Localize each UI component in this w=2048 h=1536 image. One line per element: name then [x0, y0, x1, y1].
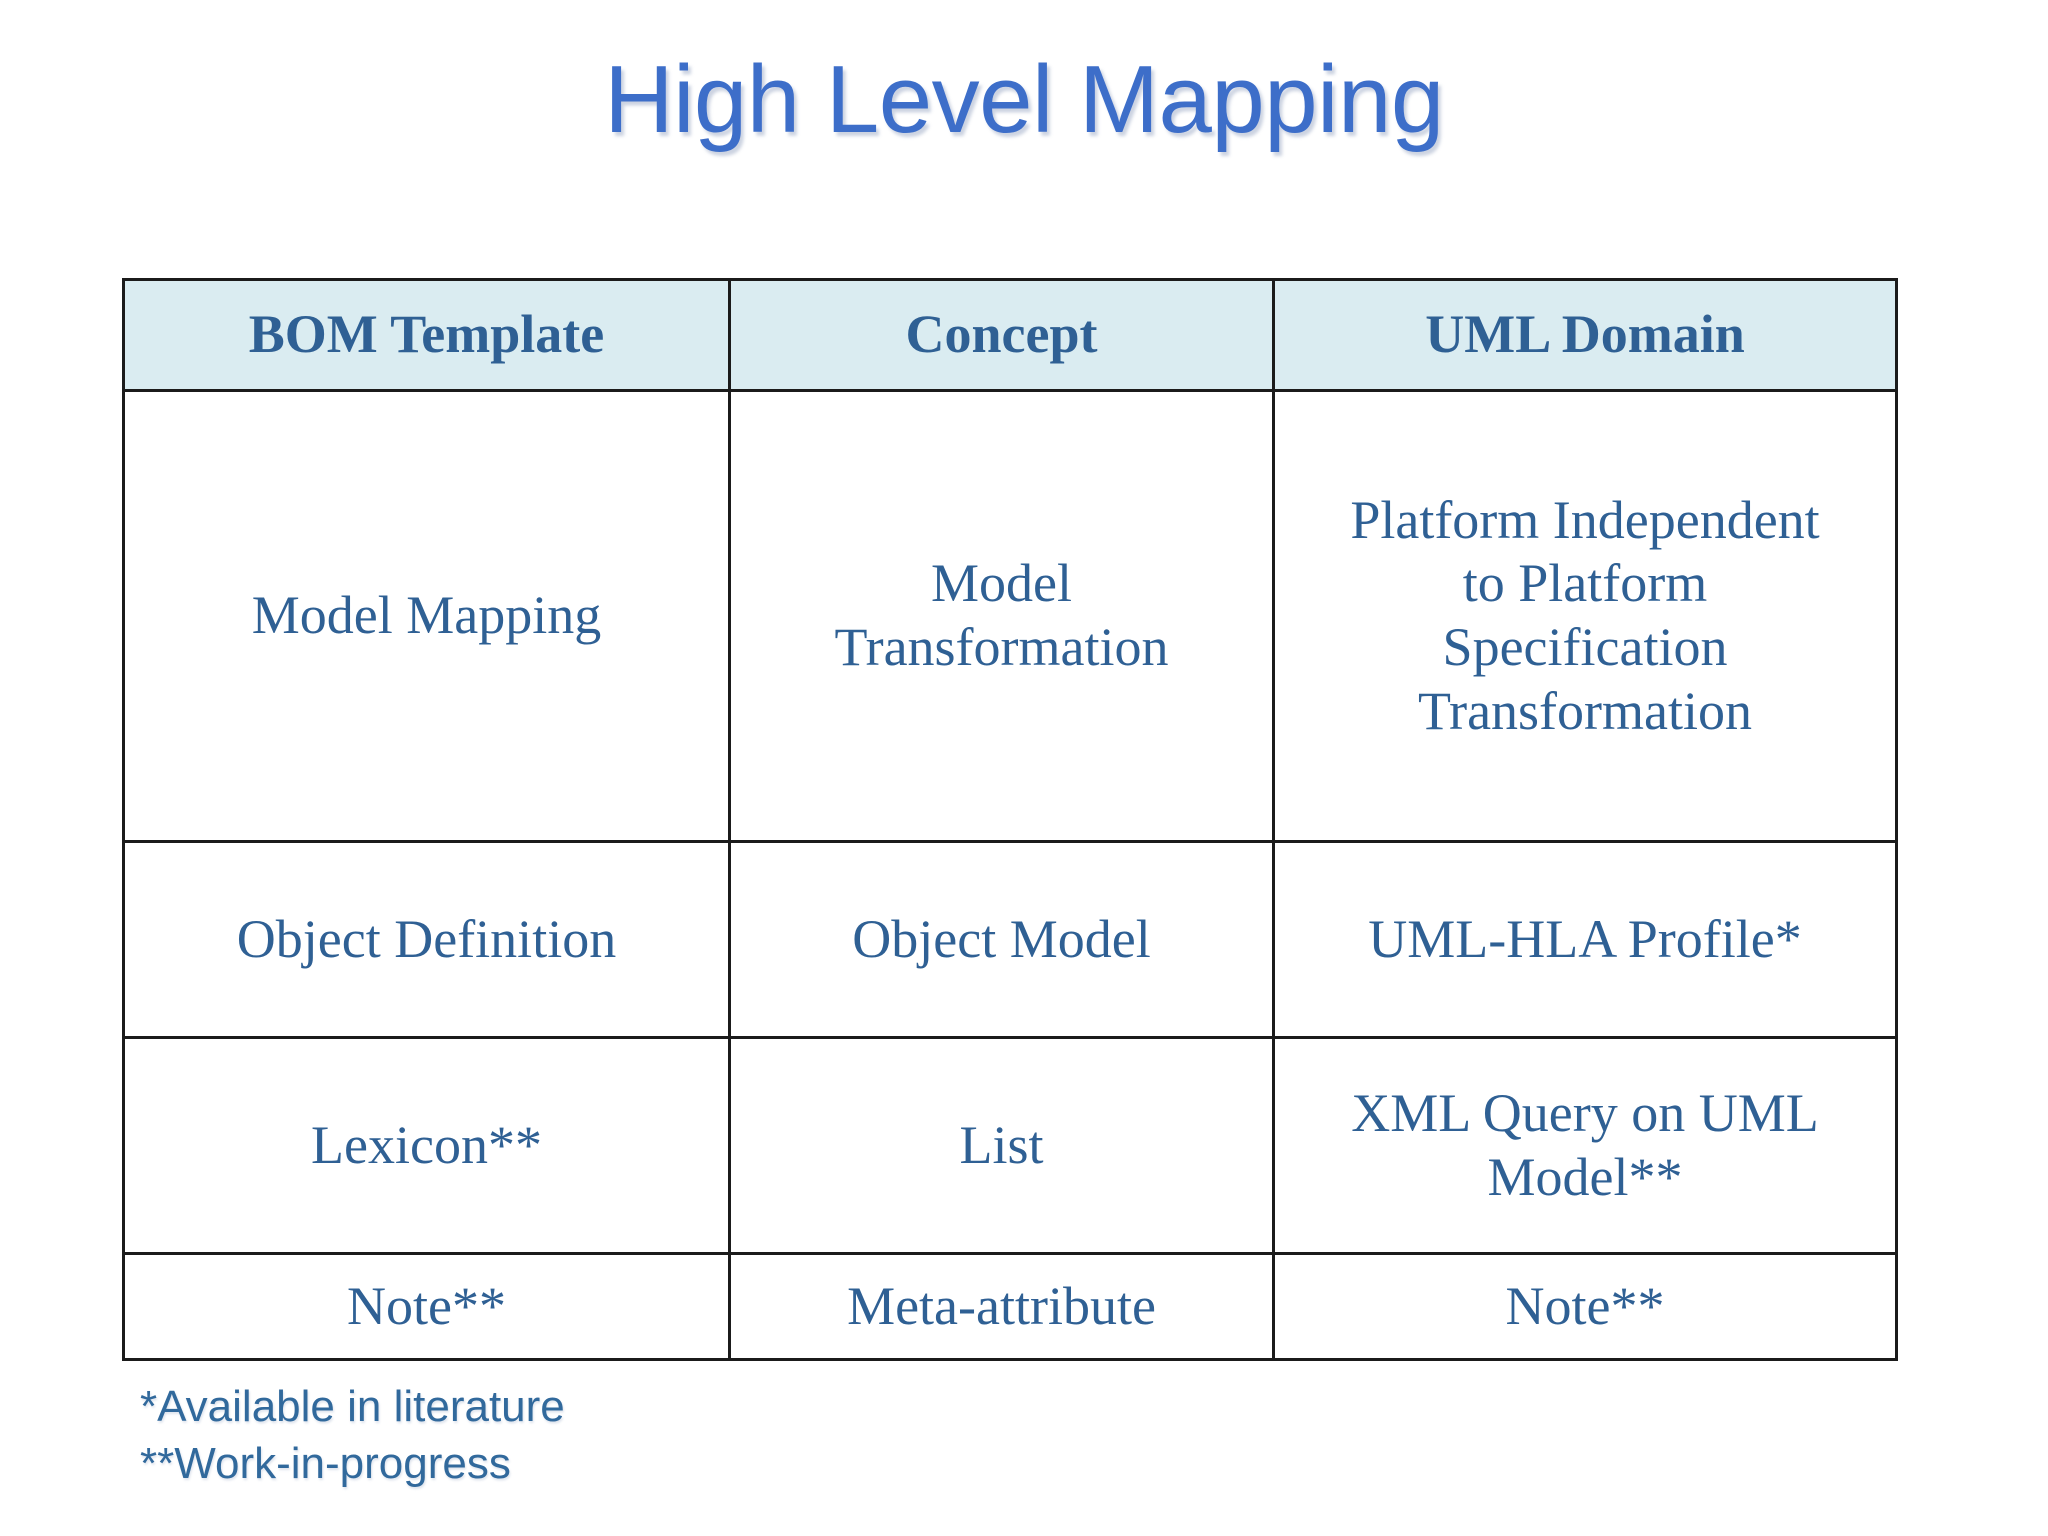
column-header-bom-template: BOM Template	[122, 278, 731, 392]
footnotes: *Available in literature **Work-in-progr…	[140, 1378, 565, 1492]
cell-uml-domain: UML-HLA Profile*	[1272, 840, 1898, 1039]
page-title: High Level Mapping	[604, 46, 1444, 153]
cell-line: Lexicon**	[311, 1114, 542, 1175]
table-row: Lexicon** List XML Query on UML Model**	[122, 1036, 1898, 1255]
cell-line: to Platform	[1462, 553, 1708, 614]
table-row: Note** Meta-attribute Note**	[122, 1252, 1898, 1361]
cell-uml-domain: Platform Independent to Platform Specifi…	[1272, 389, 1898, 843]
cell-concept: Object Model	[728, 840, 1275, 1039]
table-row: Object Definition Object Model UML-HLA P…	[122, 840, 1898, 1039]
cell-line: Object Definition	[236, 908, 617, 969]
table-header-row: BOM Template Concept UML Domain	[122, 278, 1898, 392]
cell-line: Specification	[1442, 617, 1728, 677]
cell-uml-domain: XML Query on UML Model**	[1272, 1036, 1898, 1255]
column-header-uml-domain: UML Domain	[1272, 278, 1898, 392]
cell-line: Transformation	[834, 617, 1169, 677]
cell-uml-domain: Note**	[1272, 1252, 1898, 1361]
cell-line: Object Model	[852, 908, 1151, 969]
cell-line: Model**	[1487, 1146, 1683, 1207]
cell-bom-template: Note**	[122, 1252, 731, 1361]
cell-line: Note**	[1505, 1275, 1665, 1336]
high-level-mapping-table: BOM Template Concept UML Domain Model Ma…	[122, 278, 1898, 1361]
cell-line: Platform Independent	[1350, 489, 1820, 550]
cell-concept: Meta-attribute	[728, 1252, 1275, 1361]
cell-line: Meta-attribute	[847, 1275, 1156, 1336]
cell-concept: Model Transformation	[728, 389, 1275, 843]
cell-line: Model Mapping	[251, 585, 602, 646]
table-row: Model Mapping Model Transformation Platf…	[122, 389, 1898, 843]
cell-line: Note**	[347, 1275, 506, 1336]
footnote-double-asterisk: **Work-in-progress	[140, 1439, 511, 1489]
cell-line: Model	[931, 553, 1072, 614]
cell-line: XML Query on UML	[1351, 1082, 1819, 1143]
cell-bom-template: Lexicon**	[122, 1036, 731, 1255]
cell-line: UML-HLA Profile*	[1368, 908, 1802, 969]
cell-line: List	[959, 1114, 1044, 1175]
footnote-single-asterisk: *Available in literature	[140, 1382, 565, 1431]
cell-bom-template: Model Mapping	[122, 389, 731, 843]
cell-line: Transformation	[1418, 680, 1752, 741]
cell-concept: List	[728, 1036, 1275, 1255]
cell-bom-template: Object Definition	[122, 840, 731, 1039]
column-header-concept: Concept	[728, 278, 1275, 392]
